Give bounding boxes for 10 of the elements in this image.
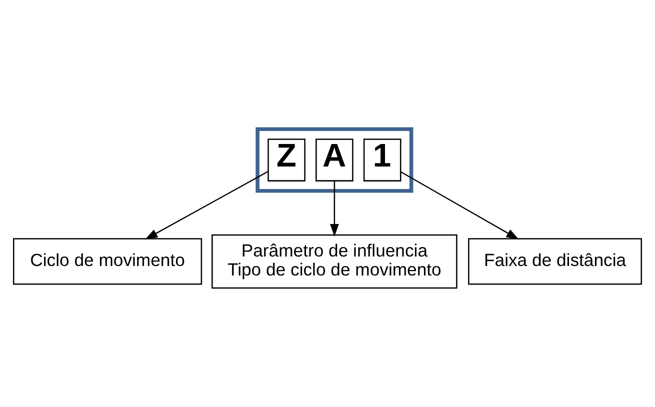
node-box: Parâmetro de influencia Tipo de ciclo de movimento xyxy=(212,234,458,289)
arrow xyxy=(144,170,268,240)
arrow xyxy=(330,180,339,237)
arrow xyxy=(400,171,519,240)
node-box: Ciclo de movimento xyxy=(12,238,202,285)
node-box: A xyxy=(316,138,354,182)
node-box: 1 xyxy=(363,138,402,182)
cluster xyxy=(256,127,414,193)
node-box: Z xyxy=(268,138,306,182)
node-box: Faixa de distância xyxy=(468,238,642,285)
